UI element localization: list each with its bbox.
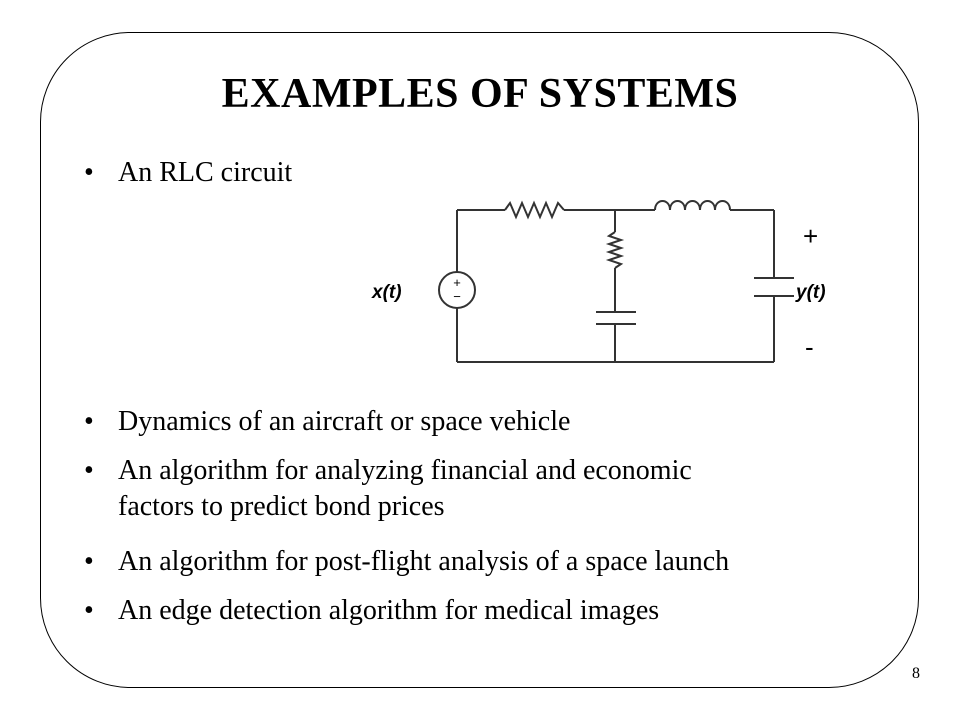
- series-inductor: [654, 200, 731, 211]
- source-plus-label: +: [453, 275, 461, 290]
- slide-frame: [40, 32, 919, 688]
- bullet-marker: •: [84, 455, 94, 486]
- slide-title: EXAMPLES OF SYSTEMS: [221, 71, 739, 117]
- bullet-marker: •: [84, 157, 94, 188]
- output-minus-sign: -: [805, 332, 814, 362]
- output-plus-sign: +: [803, 221, 818, 251]
- input-label: x(t): [371, 282, 402, 303]
- bullet-text: An algorithm for post-flight analysis of…: [118, 546, 730, 577]
- bullet-marker: •: [84, 595, 94, 626]
- voltage-source: [438, 271, 476, 309]
- bullet-text-line-2: factors to predict bond prices: [118, 491, 445, 522]
- bullet-marker: •: [84, 406, 94, 437]
- rlc-circuit-diagram: + − x(t) y(t) + -: [371, 200, 826, 363]
- bullet-marker: •: [84, 546, 94, 577]
- bullet-text: Dynamics of an aircraft or space vehicle: [118, 406, 571, 437]
- bullet-text: An edge detection algorithm for medical …: [118, 595, 660, 626]
- bullet-text-line-1: An algorithm for analyzing financial and…: [118, 455, 692, 486]
- shunt-resistor: [605, 231, 625, 269]
- series-resistor: [504, 200, 565, 220]
- source-minus-label: −: [453, 289, 461, 304]
- output-label: y(t): [795, 282, 826, 303]
- page-number: 8: [912, 665, 920, 682]
- bullet-text: An RLC circuit: [118, 157, 293, 188]
